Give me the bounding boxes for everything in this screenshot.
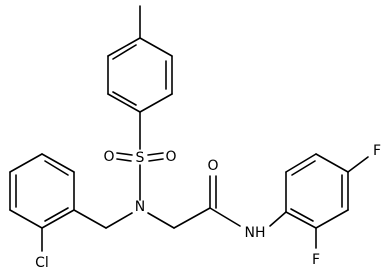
bond-n-ch2 xyxy=(147,212,175,229)
bond-clring-2 xyxy=(41,153,75,173)
bond-tolyl-3 xyxy=(139,93,173,113)
atom-nh-amide: NH xyxy=(245,225,266,241)
atom-s: S xyxy=(136,150,145,166)
atom-cl: Cl xyxy=(35,255,49,271)
bond-tolyl-1 xyxy=(139,37,173,57)
bond-c-nh xyxy=(209,207,241,227)
bond-fring-inner-1 xyxy=(291,160,316,176)
atom-f-ortho: F xyxy=(312,252,320,268)
atom-labels: S O O N O NH F F Cl xyxy=(35,143,381,271)
atom-f-para: F xyxy=(373,143,381,159)
bond-ch2-benzyl-ring xyxy=(73,209,107,229)
atom-o-upper: O xyxy=(103,149,114,165)
atom-n-sulfonamide: N xyxy=(135,199,145,215)
bond-fring-6 xyxy=(285,211,317,229)
bond-s-o-lower-1 xyxy=(147,152,164,156)
bond-c-f-para xyxy=(347,156,369,173)
bond-s-o-upper-1 xyxy=(116,152,133,156)
bond-ch2-carbonyl xyxy=(173,207,211,229)
bond-clring-6 xyxy=(41,209,75,229)
bond-tolyl-4 xyxy=(107,93,141,113)
bond-clring-inner-1 xyxy=(44,160,69,176)
bond-tolyl-inner-2 xyxy=(112,91,137,106)
bond-fring-2 xyxy=(285,153,317,173)
bond-tolyl-6 xyxy=(107,37,141,57)
atom-o-lower: O xyxy=(165,149,176,165)
bond-n-ch2-benzyl xyxy=(105,212,133,229)
bond-clring-inner-3 xyxy=(44,207,69,222)
bond-nh-ring xyxy=(269,211,287,227)
bond-fring-5 xyxy=(315,209,349,229)
bond-s-o-upper-2 xyxy=(116,158,132,162)
bond-clring-3 xyxy=(9,153,43,173)
bond-clring-5 xyxy=(9,209,43,229)
bonds xyxy=(9,5,369,252)
bond-s-o-lower-2 xyxy=(148,158,164,162)
bond-fring-3 xyxy=(315,153,349,173)
atom-o-carbonyl: O xyxy=(207,158,218,174)
bond-tolyl-inner-3 xyxy=(112,44,137,60)
bond-fring-inner-3 xyxy=(290,208,314,222)
